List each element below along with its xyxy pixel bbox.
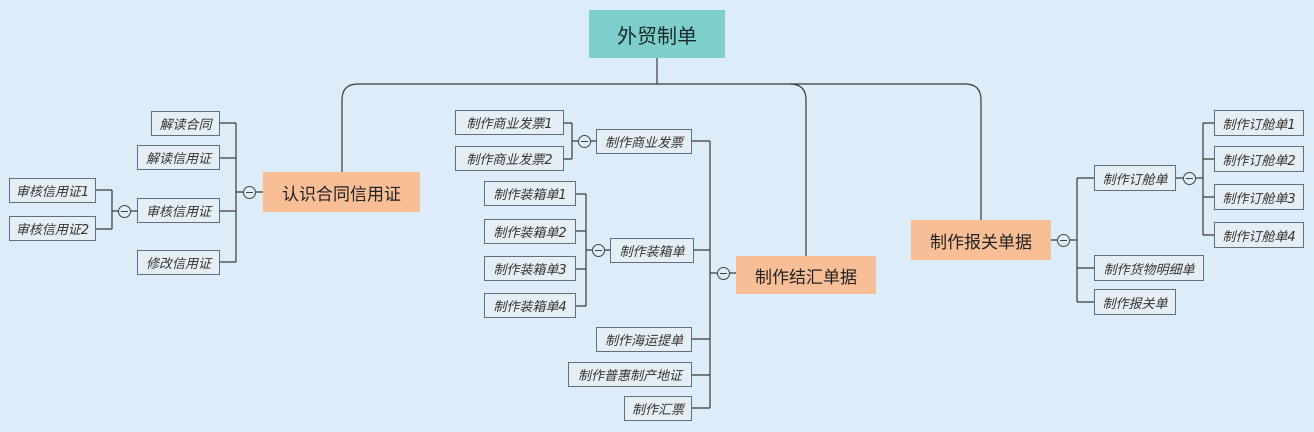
collapse-toggle-customs[interactable] (1057, 234, 1070, 247)
collapse-toggle-review-lc[interactable] (118, 205, 131, 218)
collapse-toggle-invoice[interactable] (578, 135, 591, 148)
topic-customs[interactable]: 制作报关单据 (911, 220, 1051, 260)
topic-lc[interactable]: 认识合同信用证 (263, 172, 420, 212)
topic-settlement[interactable]: 制作结汇单据 (736, 256, 876, 294)
subtopic-packing-3[interactable]: 制作装箱单3 (484, 256, 576, 281)
subtopic-amend-lc[interactable]: 修改信用证 (137, 250, 220, 275)
subtopic-cargo-list[interactable]: 制作货物明细单 (1094, 255, 1204, 281)
subtopic-invoice[interactable]: 制作商业发票 (596, 129, 692, 154)
subtopic-gsp-certificate[interactable]: 制作普惠制产地证 (568, 362, 692, 387)
collapse-toggle-lc[interactable] (243, 186, 256, 199)
subtopic-packing[interactable]: 制作装箱单 (610, 238, 694, 263)
subtopic-review-lc[interactable]: 审核信用证 (137, 198, 220, 223)
subtopic-invoice-2[interactable]: 制作商业发票2 (455, 146, 564, 171)
subtopic-review-lc-1[interactable]: 审核信用证1 (9, 178, 96, 203)
subtopic-booking-3[interactable]: 制作订舱单3 (1214, 184, 1304, 210)
collapse-toggle-booking[interactable] (1183, 172, 1196, 185)
subtopic-packing-1[interactable]: 制作装箱单1 (484, 181, 576, 206)
subtopic-review-lc-2[interactable]: 审核信用证2 (9, 216, 96, 241)
collapse-toggle-packing[interactable] (592, 244, 605, 257)
root-topic[interactable]: 外贸制单 (589, 10, 725, 58)
subtopic-draft[interactable]: 制作汇票 (624, 396, 692, 421)
subtopic-booking-2[interactable]: 制作订舱单2 (1214, 146, 1304, 172)
subtopic-booking-4[interactable]: 制作订舱单4 (1214, 222, 1304, 248)
subtopic-booking[interactable]: 制作订舱单 (1094, 165, 1176, 191)
subtopic-bill-of-lading[interactable]: 制作海运提单 (596, 327, 692, 352)
subtopic-booking-1[interactable]: 制作订舱单1 (1214, 110, 1304, 136)
subtopic-packing-4[interactable]: 制作装箱单4 (484, 293, 576, 318)
collapse-toggle-settlement[interactable] (717, 267, 730, 280)
subtopic-customs-declaration[interactable]: 制作报关单 (1094, 289, 1176, 315)
subtopic-invoice-1[interactable]: 制作商业发票1 (455, 110, 564, 135)
subtopic-packing-2[interactable]: 制作装箱单2 (484, 219, 576, 244)
subtopic-read-contract[interactable]: 解读合同 (151, 111, 220, 136)
subtopic-read-lc[interactable]: 解读信用证 (137, 145, 220, 170)
